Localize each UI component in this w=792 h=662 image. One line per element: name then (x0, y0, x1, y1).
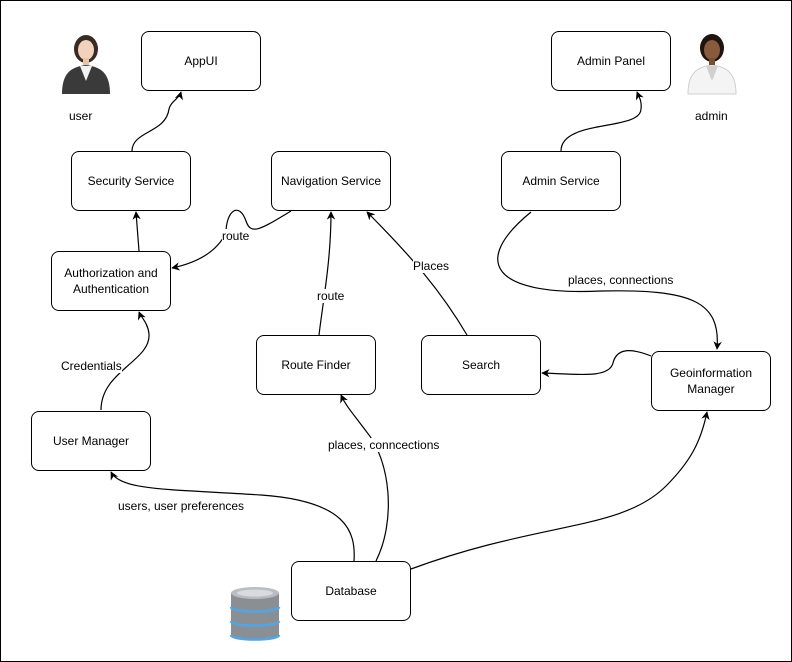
edge-label-credentials: Credentials (61, 359, 122, 373)
node-user-manager[interactable]: User Manager (31, 411, 151, 471)
admin-actor-icon (687, 34, 737, 95)
node-security-service[interactable]: Security Service (71, 151, 191, 211)
edge-geo-to-search (541, 350, 652, 378)
node-search[interactable]: Search (421, 335, 541, 395)
edge-label-places-conncections: places, conncections (328, 438, 440, 452)
node-route-finder[interactable]: Route Finder (256, 335, 376, 395)
node-admin-panel[interactable]: Admin Panel (551, 31, 671, 91)
user-actor-icon (62, 35, 110, 94)
edge-search-to-navigation (366, 211, 468, 336)
edge-adminservice-to-adminpanel (560, 91, 644, 152)
edge-security-to-appui (131, 91, 183, 152)
edge-routefinder-to-navigation (318, 211, 336, 336)
database-icon (229, 587, 281, 641)
edge-adminservice-to-geo (497, 211, 722, 350)
user-actor-label: user (69, 109, 93, 123)
edge-database-to-usermanager (110, 471, 355, 562)
node-admin-service[interactable]: Admin Service (501, 151, 621, 211)
edge-database-to-geo (410, 411, 710, 570)
edge-auth-to-security (132, 211, 141, 252)
edge-label-users-preferences: users, user preferences (118, 499, 245, 513)
edge-label-route-finder: route (317, 289, 345, 303)
edge-label-places-connections: places, connections (568, 273, 674, 287)
node-authorization-authentication[interactable]: Authorization and Authentication (51, 251, 171, 311)
edge-usermanager-to-auth (100, 311, 150, 411)
node-appui[interactable]: AppUI (141, 31, 261, 91)
edge-navigation-to-auth (171, 209, 292, 271)
edge-label-route-auth: route (222, 229, 250, 243)
edge-label-places: Places (413, 259, 450, 273)
node-navigation-service[interactable]: Navigation Service (271, 151, 391, 211)
node-geoinformation-manager[interactable]: Geoinformation Manager (651, 351, 771, 411)
admin-actor-label: admin (695, 109, 728, 123)
edge-database-to-routefinder (340, 394, 389, 562)
node-database[interactable]: Database (291, 561, 411, 621)
